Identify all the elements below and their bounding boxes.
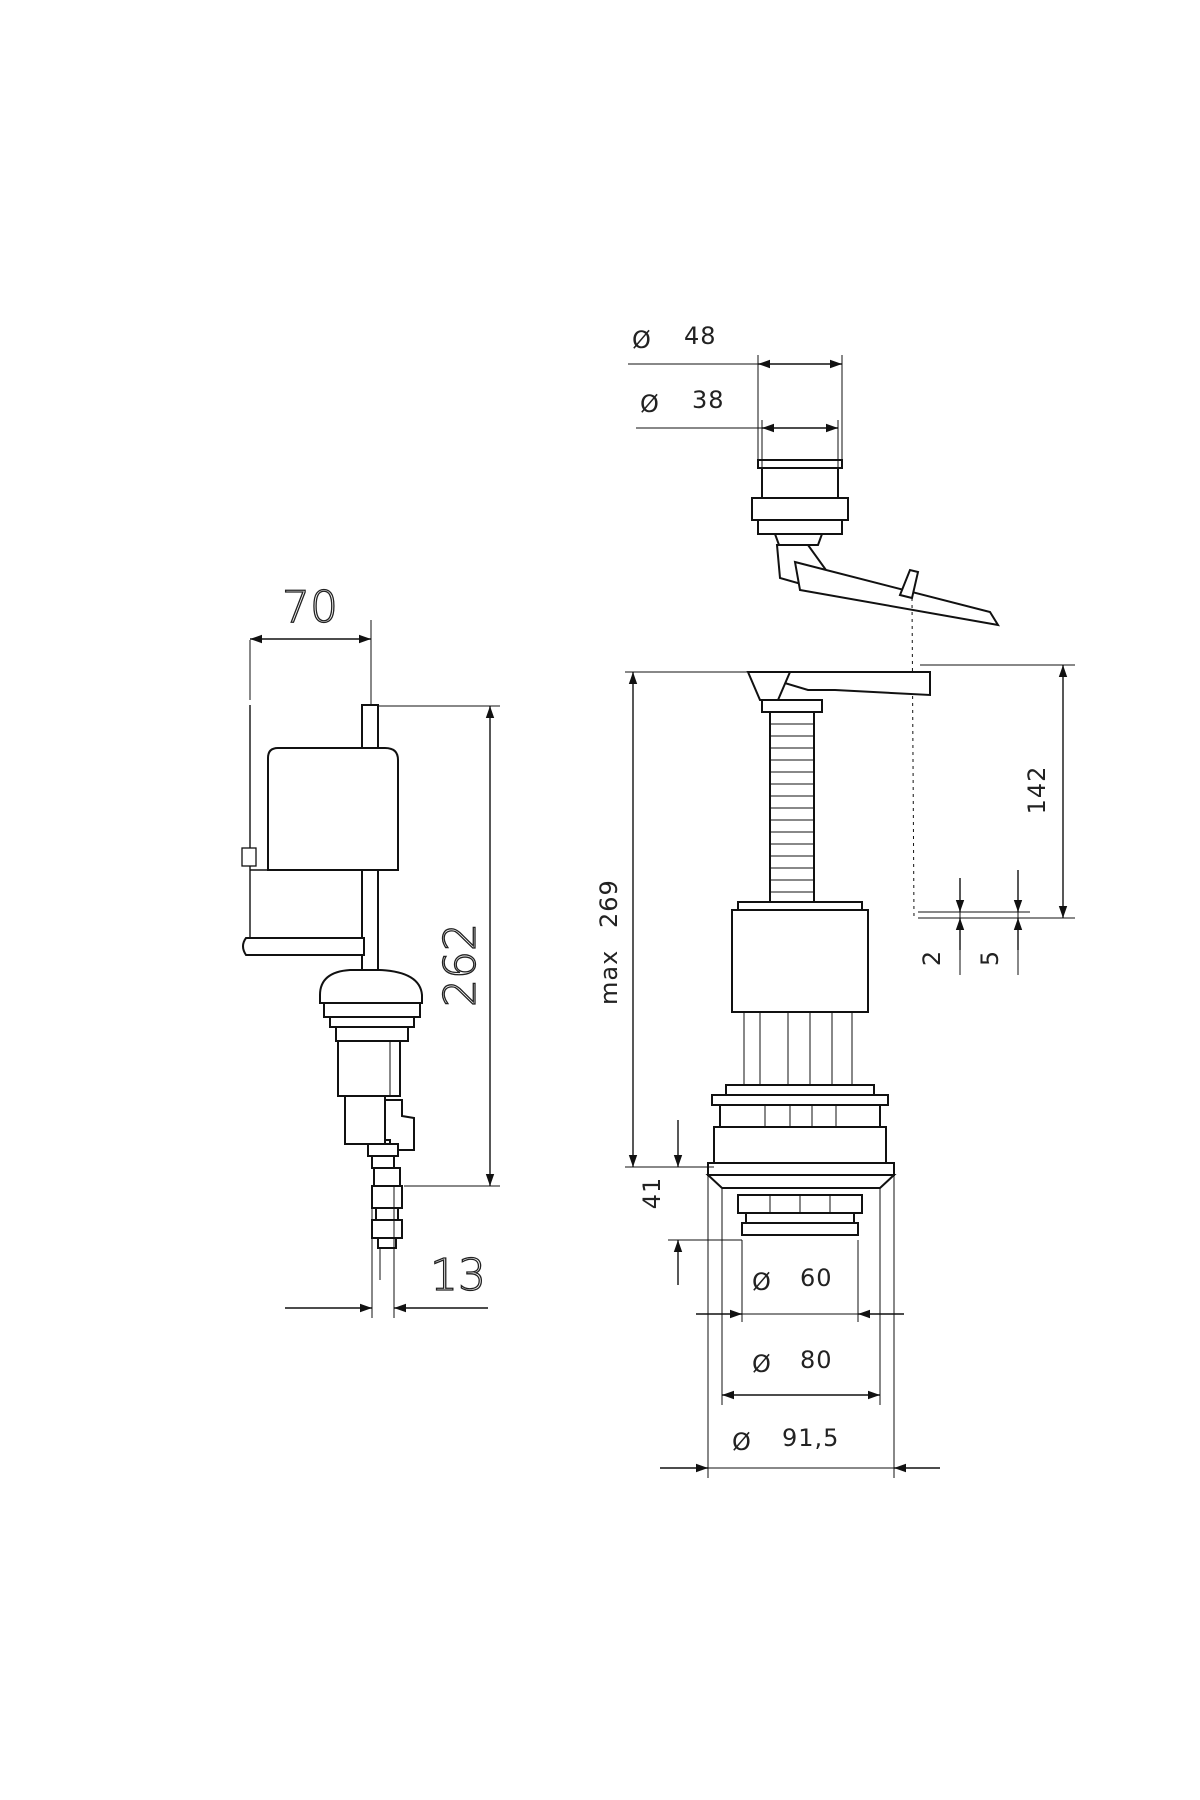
diameter-60-value: 60 — [800, 1264, 833, 1292]
button-inner-diameter-label: Ø 38 — [640, 386, 725, 418]
bellows — [769, 711, 815, 903]
diameter-80-value: 80 — [800, 1346, 833, 1374]
diameter-symbol: Ø — [632, 326, 652, 354]
button-outer-value: 48 — [684, 322, 717, 350]
max-prefix: max — [595, 950, 623, 1005]
button-outer-diameter-label: Ø 48 — [632, 322, 717, 354]
fill-valve-drawing — [241, 620, 500, 1318]
fill-valve-width-label: 70 — [282, 582, 338, 633]
diameter-91-5-value: 91,5 — [782, 1424, 839, 1452]
flush-valve-drawing — [625, 355, 1075, 1478]
chain-length-label: 142 — [1023, 766, 1051, 815]
diameter-symbol: Ø — [752, 1268, 772, 1296]
diameter-80-label: Ø 80 — [752, 1346, 833, 1378]
fill-valve-pipe-label: 13 — [430, 1250, 486, 1301]
button-inner-value: 38 — [692, 386, 725, 414]
diameter-91-5-label: Ø 91,5 — [732, 1424, 839, 1456]
base-height-label: 41 — [638, 1177, 666, 1210]
diameter-60-label: Ø 60 — [752, 1264, 833, 1296]
diameter-symbol: Ø — [752, 1350, 772, 1378]
fill-valve-height-label: 262 — [435, 923, 486, 1007]
offset-2-label: 2 — [918, 950, 946, 966]
diameter-symbol: Ø — [732, 1428, 752, 1456]
max-height-value: 269 — [595, 879, 623, 928]
max-height-label: max 269 — [595, 879, 623, 1005]
offset-5-label: 5 — [976, 950, 1004, 966]
diameter-symbol: Ø — [640, 390, 660, 418]
